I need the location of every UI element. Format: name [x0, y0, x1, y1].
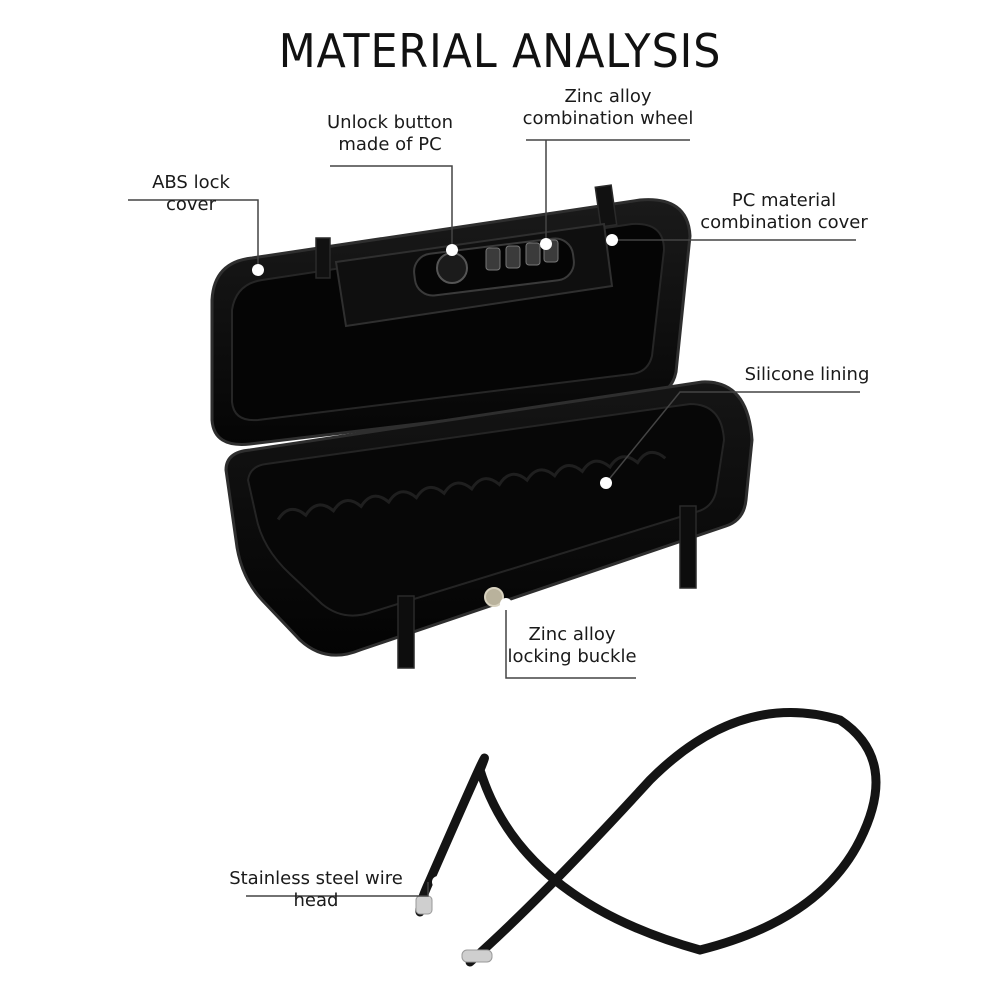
label-pc-cover: PC material combination cover	[700, 190, 868, 233]
dot-buckle	[500, 598, 512, 610]
dot-unlock-button	[446, 244, 458, 256]
dot-pc-cover	[606, 234, 618, 246]
locking-buckle	[484, 587, 504, 607]
silicone-lining	[246, 402, 726, 617]
case-base	[224, 380, 754, 669]
pointer-lines	[128, 139, 860, 897]
page-title: MATERIAL ANALYSIS	[278, 24, 722, 78]
label-unlock-button: Unlock button made of PC	[326, 112, 453, 155]
unlock-button	[436, 252, 468, 284]
dot-zinc-wheel	[540, 238, 552, 250]
dot-abs-cover	[252, 264, 264, 276]
combination-wheels	[485, 239, 559, 271]
dot-wire-head	[432, 876, 444, 888]
dot-silicone-lining	[600, 477, 612, 489]
label-zinc-buckle: Zinc alloy locking buckle	[507, 624, 637, 667]
steel-wire-cable	[415, 708, 881, 967]
pointer-dots	[252, 234, 618, 888]
label-wire-head: Stainless steel wire head	[229, 868, 403, 911]
label-silicone-lining: Silicone lining	[744, 364, 870, 385]
wire-head-bottom	[461, 949, 493, 963]
label-abs-lock-cover: ABS lock cover	[152, 172, 230, 215]
label-zinc-wheel: Zinc alloy combination wheel	[522, 86, 694, 129]
